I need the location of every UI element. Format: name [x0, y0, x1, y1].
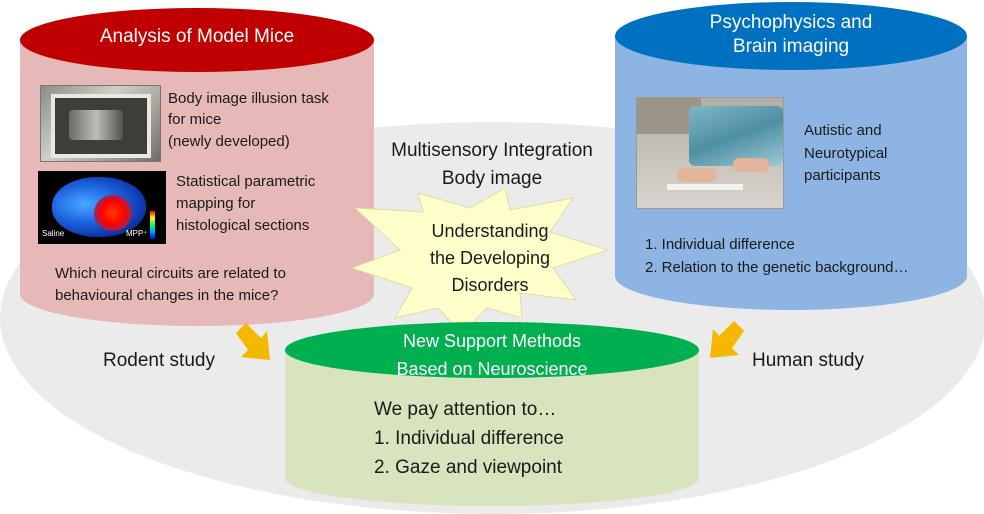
- model-mice-title: Analysis of Model Mice: [99, 26, 295, 47]
- question-text-1: Which neural circuits are related to: [55, 265, 286, 282]
- brain-label-right: MPP⁺: [126, 229, 148, 238]
- model-mice-cylinder-top: [20, 8, 374, 72]
- human-title-1: Psychophysics and: [709, 12, 873, 33]
- human-title-2: Brain imaging: [732, 36, 850, 57]
- participants-text-1: Autistic and: [804, 122, 882, 139]
- model-mice-cylinder-bottom: [20, 262, 374, 326]
- support-cylinder: [285, 322, 699, 508]
- support-text-3: 2. Gaze and viewpoint: [374, 457, 563, 478]
- participant-photo: [636, 97, 784, 209]
- participants-text-3: participants: [804, 167, 881, 184]
- arrow-human-to-support: [710, 321, 744, 358]
- item1-text-2: for mice: [168, 111, 222, 128]
- support-title-2: Based on Neuroscience: [396, 359, 588, 379]
- brain-heatmap-image: Saline MPP⁺: [38, 171, 166, 244]
- model-mice-cylinder-body: [20, 40, 374, 294]
- human-cylinder-top: [615, 2, 967, 70]
- center-text-1: Multisensory Integration: [391, 140, 593, 161]
- star-text-1: Understanding: [431, 221, 549, 241]
- item2-text-1: Statistical parametric: [176, 173, 316, 190]
- rodent-study-label: Rodent study: [103, 350, 215, 371]
- question-text-2: behavioural changes in the mice?: [55, 287, 279, 304]
- item2-text-2: mapping for: [176, 195, 256, 212]
- human-cylinder-bottom: [615, 242, 967, 310]
- human-study-label: Human study: [752, 350, 864, 371]
- mouse-apparatus-photo: [40, 85, 161, 162]
- support-text-2: 1. Individual difference: [374, 428, 564, 449]
- item2-text-3: histological sections: [176, 217, 310, 234]
- star-text-2: the Developing: [429, 248, 551, 268]
- model-mice-cylinder: [20, 8, 374, 326]
- center-text-2: Body image: [441, 168, 543, 189]
- arrow-rodent-to-support: [236, 323, 270, 360]
- star-burst: [350, 187, 610, 335]
- participants-text-2: Neurotypical: [804, 145, 888, 162]
- human-list-2: 2. Relation to the genetic background…: [645, 259, 909, 276]
- brain-label-left: Saline: [42, 229, 65, 238]
- star-text-3: Disorders: [451, 275, 529, 295]
- support-title-1: New Support Methods: [402, 331, 582, 351]
- human-list-1: 1. Individual difference: [645, 236, 795, 253]
- support-text-1: We pay attention to…: [374, 399, 557, 420]
- item1-text-1: Body image illusion task: [168, 90, 329, 107]
- support-cylinder-top: [285, 322, 699, 378]
- item1-text-3: (newly developed): [168, 133, 290, 150]
- support-cylinder-bottom: [285, 450, 699, 506]
